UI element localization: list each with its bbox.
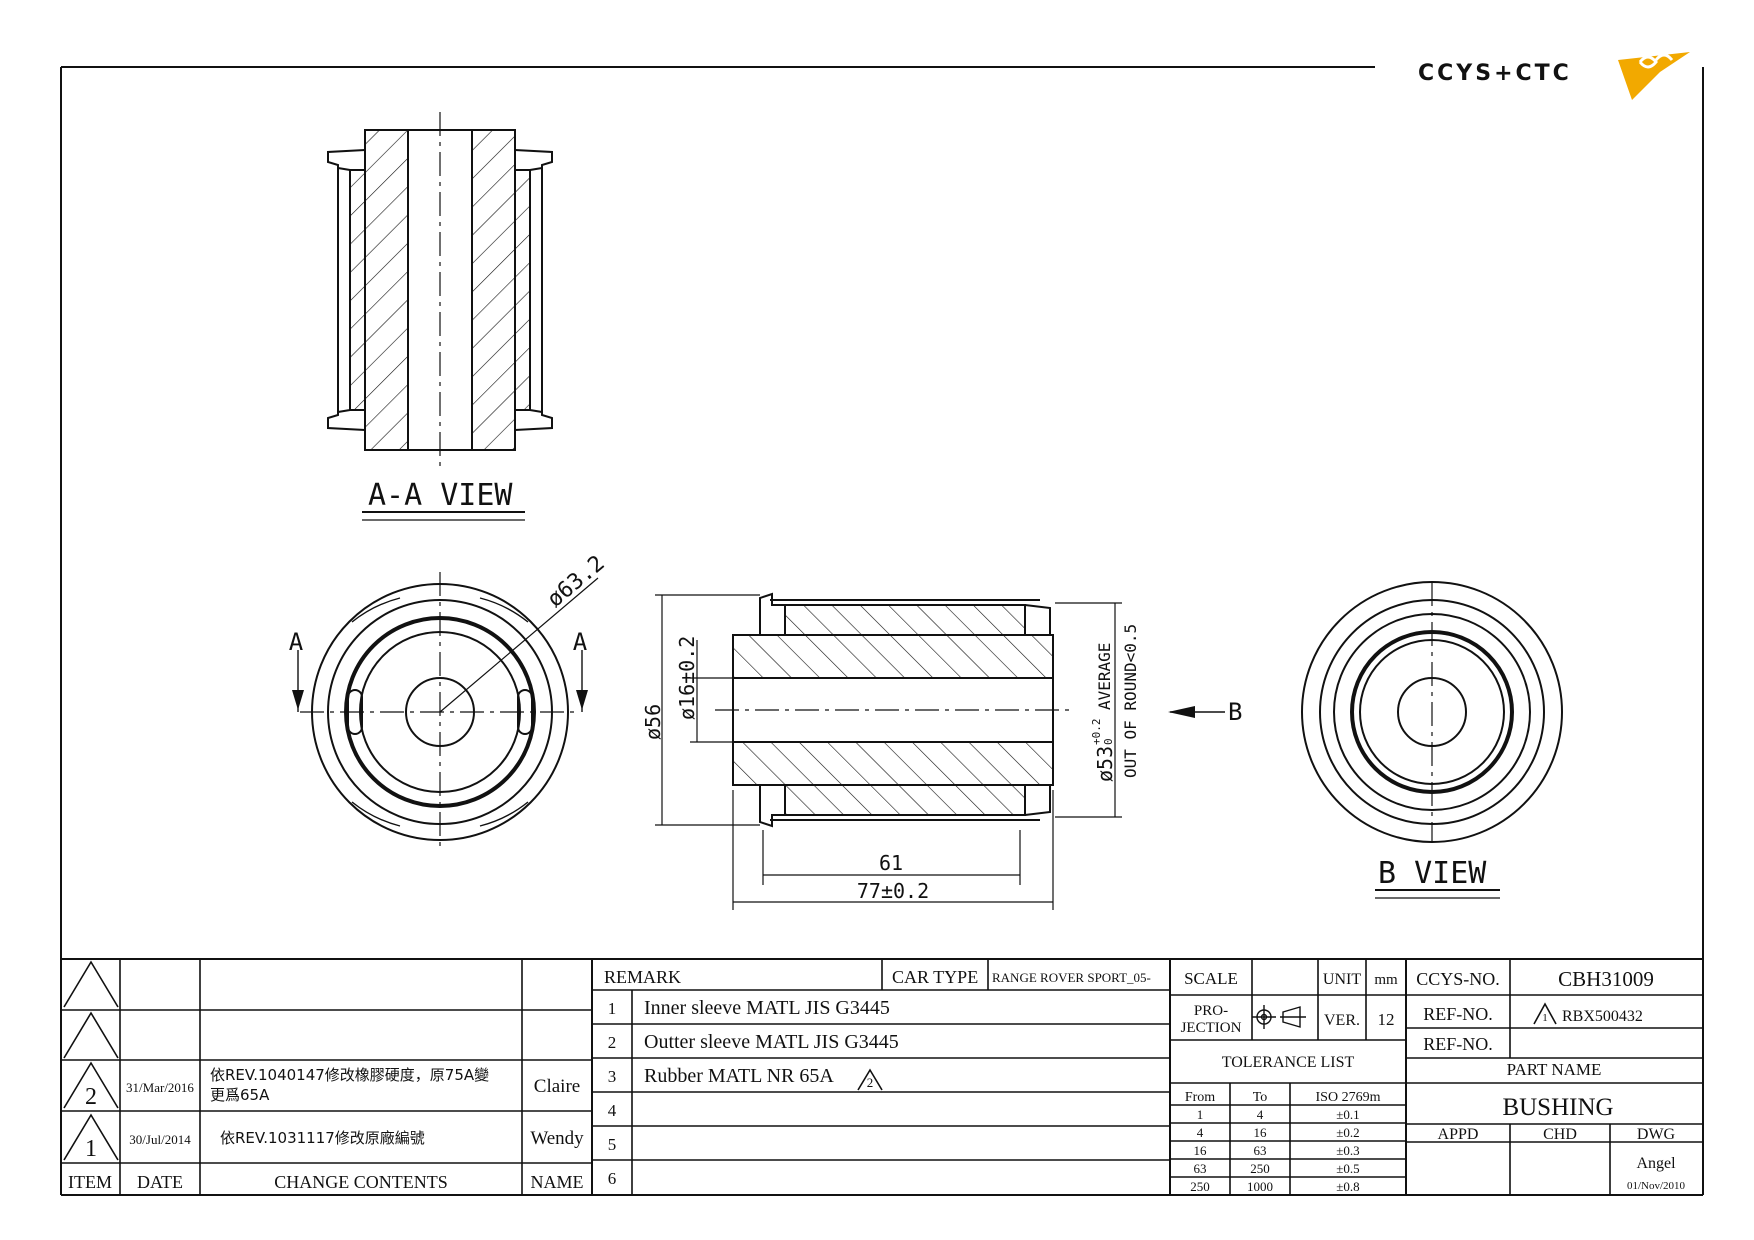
tol-header-to: To [1253, 1090, 1268, 1105]
dim-53: ø53 [1093, 746, 1117, 782]
dim-77: 77±0.2 [857, 879, 929, 903]
ref2-label: REF-NO. [1423, 1034, 1493, 1054]
tol-cell: ±0.8 [1336, 1179, 1359, 1194]
tol-cell: 16 [1254, 1125, 1268, 1140]
dim-out-of-round: OUT OF ROUND<0.5 [1121, 624, 1140, 778]
dim-53-tol-upper: +0.2 [1090, 719, 1103, 746]
tol-cell: ±0.2 [1336, 1125, 1359, 1140]
revision-table: ITEM DATE CHANGE CONTENTS NAME 2 31/Mar/… [68, 1066, 584, 1192]
dim-53-tol-lower: 0 [1102, 738, 1115, 745]
side-view [655, 592, 1225, 910]
rev-date: 30/Jul/2014 [129, 1132, 191, 1147]
b-view [1301, 581, 1563, 843]
dim-63-2: ø63.2 [543, 551, 610, 613]
tol-cell: ±0.5 [1336, 1161, 1359, 1176]
title-block-grid [61, 958, 1703, 1195]
tol-cell: 4 [1197, 1125, 1204, 1140]
projection-label: JECTION [1181, 1020, 1242, 1036]
logo-mark-icon [1618, 52, 1690, 100]
rev-item: 1 [85, 1136, 97, 1162]
rev-content-line: 依REV.1040147修改橡膠硬度，原75A變 [210, 1066, 489, 1084]
section-a-left: A [289, 628, 304, 656]
remark-no: 1 [608, 999, 617, 1018]
tolerance-title: TOLERANCE LIST [1222, 1054, 1355, 1071]
header-item: ITEM [68, 1172, 112, 1192]
tol-cell: 250 [1250, 1161, 1270, 1176]
specs-block: SCALE UNIT mm PRO- JECTION VER. 12 TOLER… [1181, 969, 1398, 1194]
tol-cell: 4 [1257, 1107, 1264, 1122]
tol-cell: ±0.3 [1336, 1143, 1359, 1158]
ref1-label: REF-NO. [1423, 1004, 1493, 1024]
rev-date: 31/Mar/2016 [126, 1080, 194, 1095]
rev-name: Wendy [530, 1128, 584, 1149]
tol-cell: 63 [1194, 1161, 1207, 1176]
unit-value: mm [1374, 972, 1398, 988]
rev-name: Claire [534, 1076, 580, 1097]
svg-text:CCYS+CTC: CCYS+CTC [1418, 61, 1572, 86]
dim-61: 61 [879, 851, 903, 875]
appd-label: APPD [1438, 1126, 1479, 1143]
dim-56: ø56 [641, 704, 665, 740]
remark-text: Inner sleeve MATL JIS G3445 [644, 997, 890, 1019]
ref1-rev-mark: 1 [1542, 1012, 1548, 1024]
rev-item: 2 [85, 1084, 97, 1110]
remark-no: 6 [608, 1169, 617, 1188]
tol-cell: 16 [1194, 1143, 1208, 1158]
tol-cell: 250 [1190, 1179, 1210, 1194]
header-name: NAME [531, 1172, 584, 1192]
b-view-title: B VIEW [1378, 856, 1487, 891]
company-logo: CCYS+CTC [1418, 52, 1690, 100]
remark-no: 5 [608, 1135, 617, 1154]
ccys-number: CBH31009 [1558, 967, 1654, 991]
header-date: DATE [137, 1172, 183, 1192]
ccys-label: CCYS-NO. [1416, 969, 1500, 989]
aa-view-title: A-A VIEW [368, 478, 513, 513]
projection-symbol-icon [1252, 1005, 1306, 1029]
aa-view [327, 112, 553, 468]
tol-cell: 1 [1197, 1107, 1204, 1122]
rev-content-line: 依REV.1031117修改原廠編號 [220, 1129, 425, 1147]
remark-text: Rubber MATL NR 65A [644, 1065, 834, 1087]
unit-label: UNIT [1323, 971, 1361, 988]
dwg-label: DWG [1637, 1126, 1676, 1143]
chd-label: CHD [1543, 1126, 1577, 1143]
tol-cell: 1000 [1247, 1179, 1273, 1194]
section-b-arrow: B [1228, 698, 1242, 726]
remark-label: REMARK [604, 967, 681, 987]
part-name-label: PART NAME [1507, 1060, 1602, 1079]
section-a-right: A [573, 628, 588, 656]
front-view [297, 572, 599, 852]
remark-text: Outter sleeve MATL JIS G3445 [644, 1031, 899, 1053]
remark-no: 2 [608, 1033, 617, 1052]
header-contents: CHANGE CONTENTS [274, 1172, 448, 1192]
remark-rev-mark: 2 [867, 1075, 874, 1090]
car-type-value: RANGE ROVER SPORT_05- [992, 970, 1151, 985]
ref1-number: RBX500432 [1562, 1008, 1643, 1025]
ver-value: 12 [1378, 1010, 1395, 1029]
tol-cell: ±0.1 [1336, 1107, 1359, 1122]
remark-no: 4 [608, 1101, 617, 1120]
drawn-date: 01/Nov/2010 [1627, 1180, 1686, 1192]
drawn-by: Angel [1636, 1155, 1676, 1172]
tol-header-from: From [1185, 1090, 1215, 1105]
dim-16: ø16±0.2 [675, 636, 699, 720]
ver-label: VER. [1324, 1012, 1360, 1029]
sheet-border [60, 66, 1704, 1196]
car-type-label: CAR TYPE [892, 967, 978, 987]
remark-no: 3 [608, 1067, 617, 1086]
rev-content-line: 更爲65A [210, 1086, 270, 1104]
tol-header-iso: ISO 2769m [1316, 1090, 1381, 1105]
title-block-info: CCYS-NO. CBH31009 REF-NO. 1 RBX500432 RE… [1416, 967, 1685, 1192]
dim-average: AVERAGE [1095, 643, 1114, 710]
part-name: BUSHING [1502, 1094, 1613, 1121]
tolerance-rows: 1 4 ±0.1 4 16 ±0.2 16 63 ±0.3 63 250 ±0.… [1190, 1107, 1359, 1194]
remarks-table: REMARK CAR TYPE RANGE ROVER SPORT_05- 1 … [604, 967, 1151, 1188]
projection-label: PRO- [1194, 1003, 1228, 1019]
scale-label: SCALE [1184, 969, 1238, 988]
tol-cell: 63 [1254, 1143, 1267, 1158]
